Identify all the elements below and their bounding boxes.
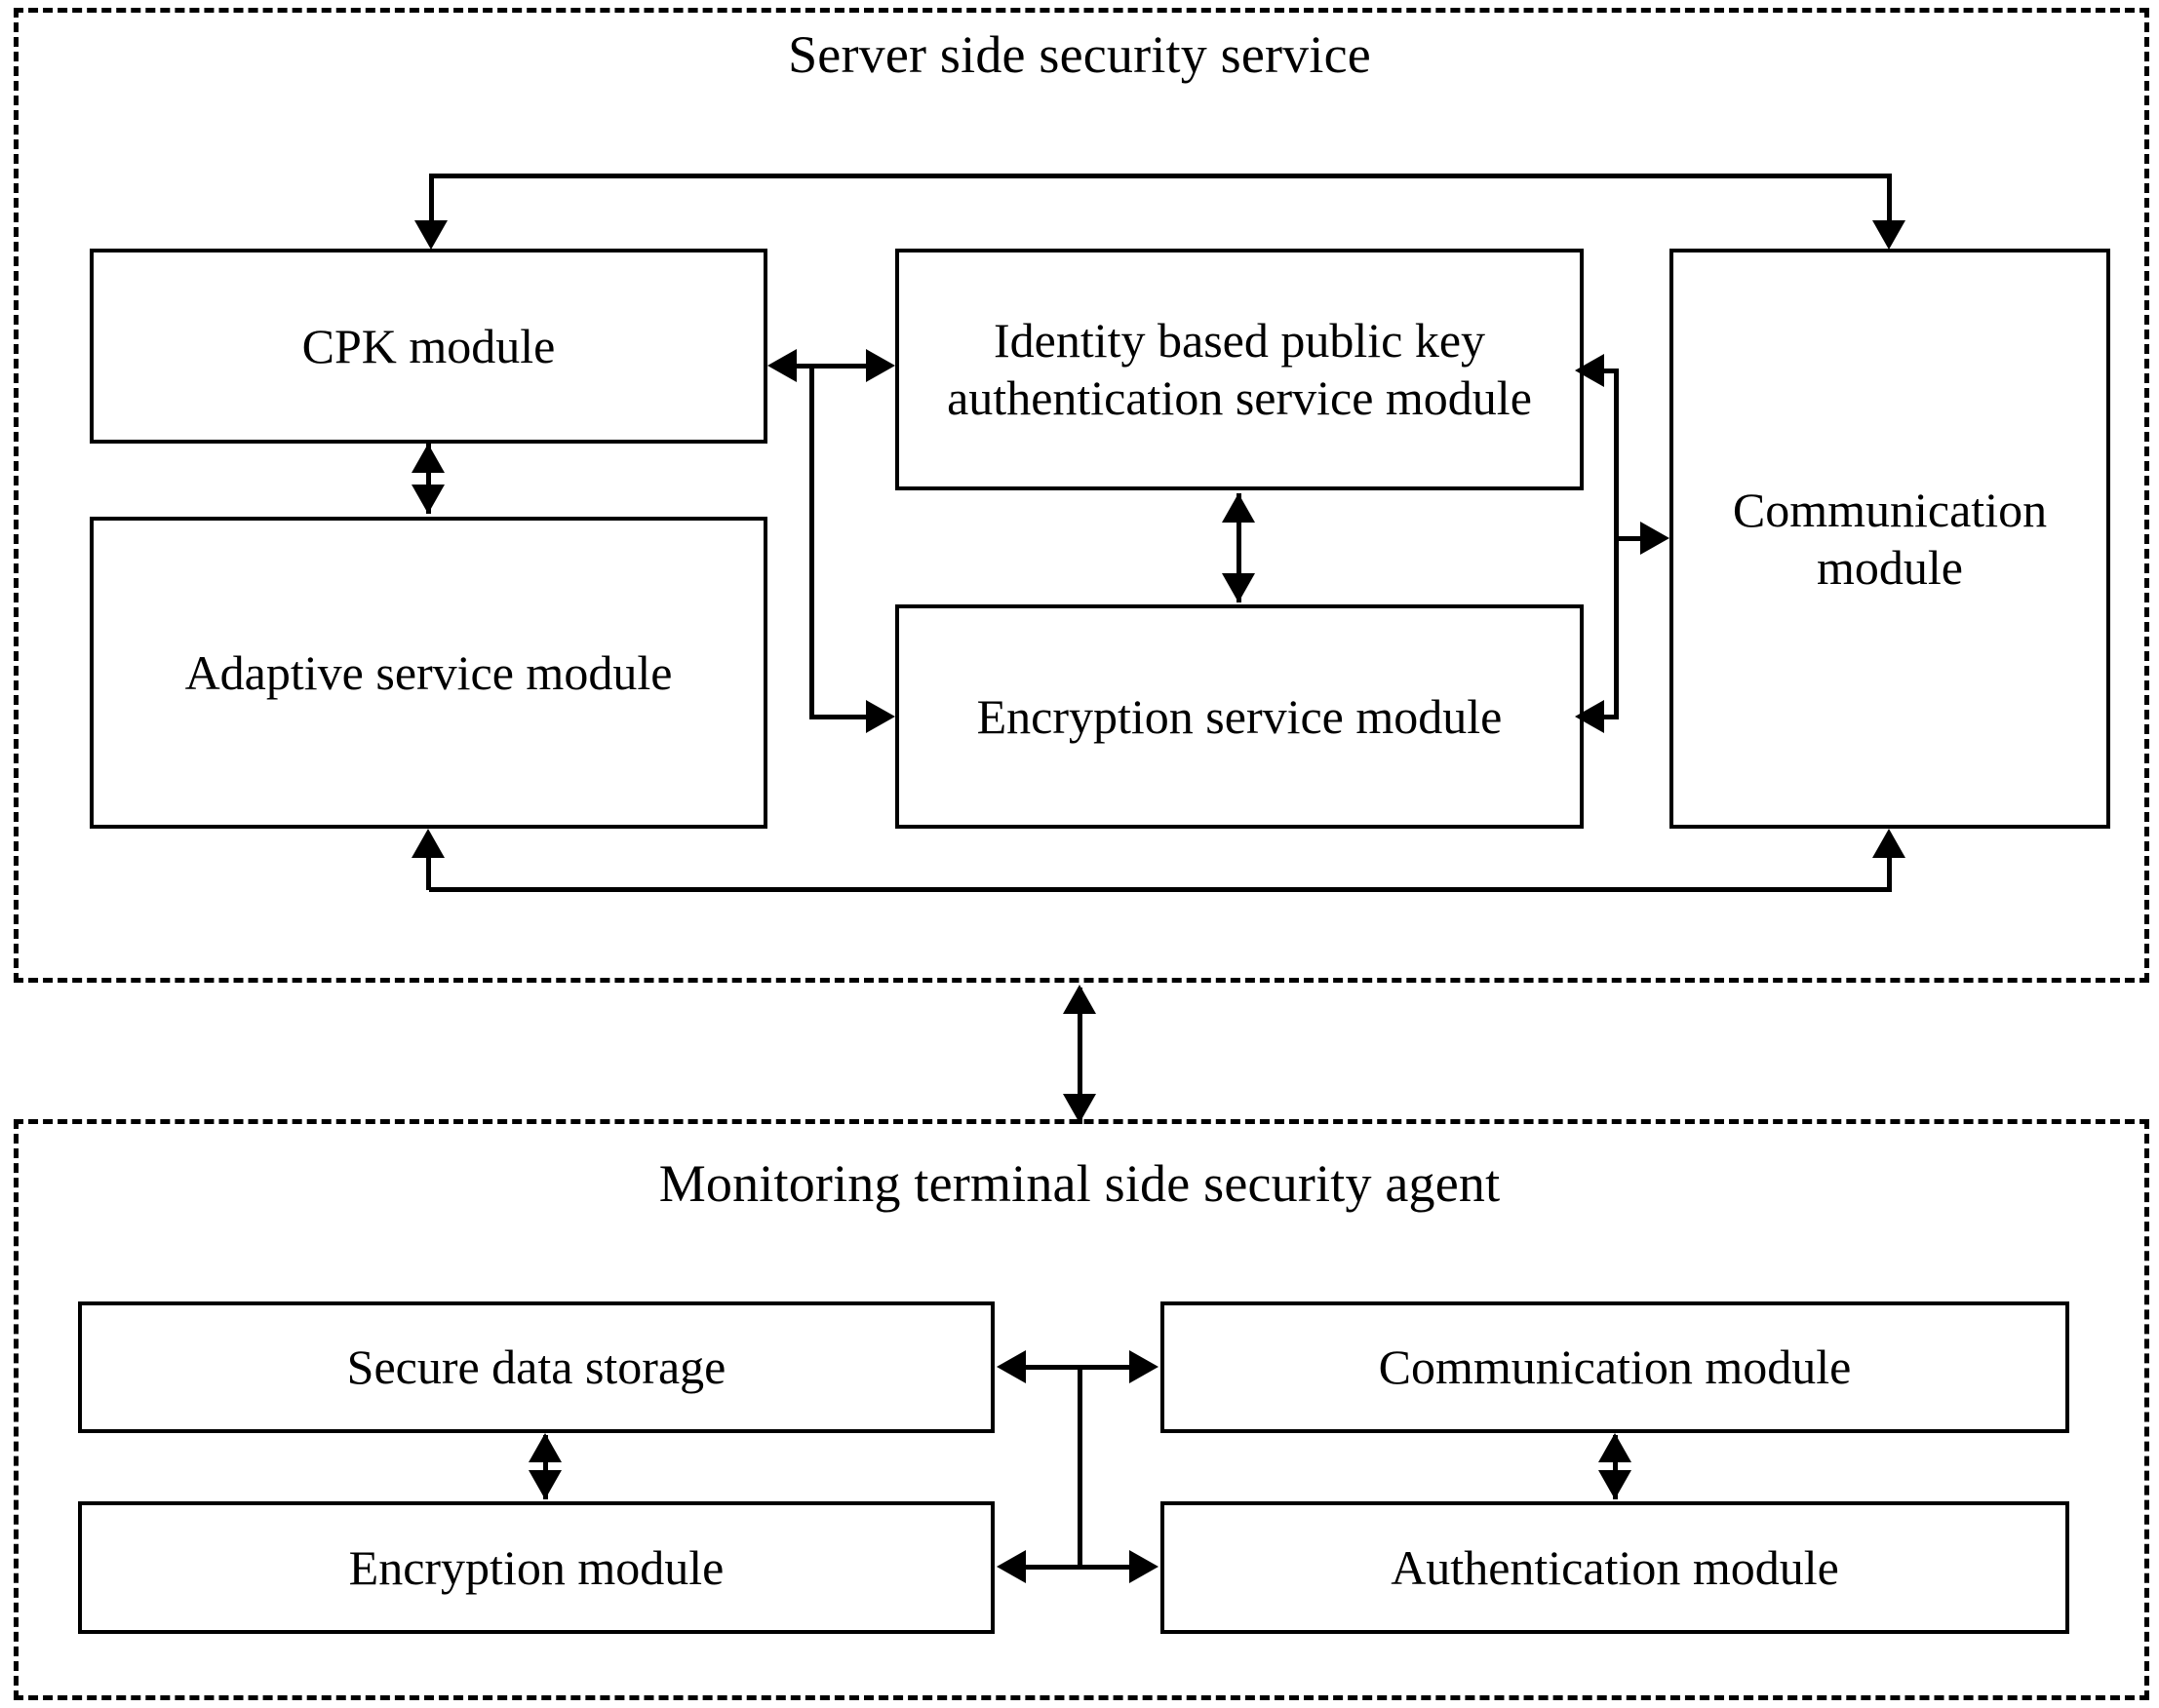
arrowhead-encryption-to-identity (1222, 493, 1255, 523)
module-encryption-label: Encryption service module (976, 688, 1503, 744)
arrowhead-to-communication-terminal (1129, 1350, 1158, 1383)
arrowhead-to-secure-storage (997, 1350, 1026, 1383)
arrowhead-cpk-to-adaptive (412, 485, 445, 514)
panel-title-terminal: Monitoring terminal side security agent (658, 1154, 1501, 1213)
module-cpk[interactable]: CPK module (90, 249, 767, 444)
connector-secure-storage-encryption (543, 1435, 548, 1499)
arrowhead-top-to-cpk (414, 220, 448, 250)
panel-server-side-security-service (14, 8, 2149, 983)
arrowhead-top-to-communication (1872, 220, 1905, 250)
arrowhead-interpanel-up (1063, 985, 1096, 1014)
connector-right-vertical-bus (1614, 369, 1619, 718)
module-identity-label: Identity based public key authentication… (947, 313, 1532, 425)
module-communication-server-label: Communication module (1732, 482, 2048, 595)
arrowhead-to-authentication (1129, 1550, 1158, 1583)
connector-midleft-vertical (809, 364, 814, 718)
connector-cpk-identity (780, 364, 883, 369)
arrowhead-to-identity-side (866, 349, 895, 382)
connector-cpk-adaptive (426, 444, 431, 514)
module-secure-data-storage[interactable]: Secure data storage (78, 1301, 995, 1433)
connector-secure-storage-communication (1014, 1365, 1146, 1370)
module-adaptive-service[interactable]: Adaptive service module (90, 517, 767, 829)
connector-bottom-right-rise (1887, 856, 1892, 890)
panel-title-server: Server side security service (788, 25, 1371, 84)
arrowhead-adaptive-to-cpk (412, 444, 445, 473)
connector-identity-encryption (1237, 493, 1241, 602)
module-adaptive-label: Adaptive service module (184, 644, 673, 700)
module-encryption-terminal[interactable]: Encryption module (78, 1501, 995, 1634)
arrowhead-identity-to-encryption (1222, 573, 1255, 602)
module-authentication[interactable]: Authentication module (1160, 1501, 2069, 1634)
module-communication-server[interactable]: Communication module (1669, 249, 2110, 829)
arrowhead-to-identity-right (1575, 354, 1604, 387)
connector-top-right-drop (1887, 174, 1892, 222)
arrowhead-to-encryption-terminal (997, 1550, 1026, 1583)
connector-communication-authentication (1613, 1435, 1618, 1499)
module-cpk-label: CPK module (301, 318, 556, 373)
module-communication-terminal-label: Communication module (1378, 1339, 1852, 1394)
module-identity-based-public-key-authentication-service[interactable]: Identity based public key authentication… (895, 249, 1584, 490)
connector-bus-to-communication (1614, 536, 1658, 541)
connector-interpanel (1078, 988, 1082, 1124)
connector-top-left-drop (429, 174, 434, 222)
connector-bottom-left-rise (426, 856, 431, 890)
arrowhead-interpanel-down (1063, 1094, 1096, 1123)
module-communication-terminal[interactable]: Communication module (1160, 1301, 2069, 1433)
connector-bottom-bus (429, 887, 1892, 892)
connector-bus-to-encryption (1604, 715, 1619, 719)
connector-midleft-to-encryption (809, 715, 870, 719)
arrowhead-bottom-to-communication (1872, 829, 1905, 858)
arrowhead-to-communication-left (1640, 522, 1669, 555)
module-authentication-label: Authentication module (1391, 1539, 1839, 1595)
module-secure-data-storage-label: Secure data storage (346, 1339, 726, 1394)
arrowhead-encryption-to-secure-storage (529, 1433, 562, 1462)
module-encryption-service[interactable]: Encryption service module (895, 604, 1584, 829)
arrowhead-to-encryption-right (1575, 700, 1604, 733)
arrowhead-bottom-to-adaptive (412, 829, 445, 858)
connector-bus-to-identity (1604, 369, 1619, 373)
panel-monitoring-terminal-side-security-agent (14, 1119, 2149, 1700)
arrowhead-to-encryption-left (866, 700, 895, 733)
arrowhead-to-cpk-side (767, 349, 797, 382)
arrowhead-secure-storage-to-encryption (529, 1470, 562, 1499)
connector-terminal-trunk (1078, 1367, 1082, 1567)
arrowhead-authentication-to-communication (1598, 1433, 1631, 1462)
module-encryption-terminal-label: Encryption module (348, 1539, 725, 1595)
connector-encryption-authentication (1014, 1565, 1146, 1570)
connector-top-bus (429, 174, 1892, 178)
arrowhead-communication-to-authentication (1598, 1470, 1631, 1499)
